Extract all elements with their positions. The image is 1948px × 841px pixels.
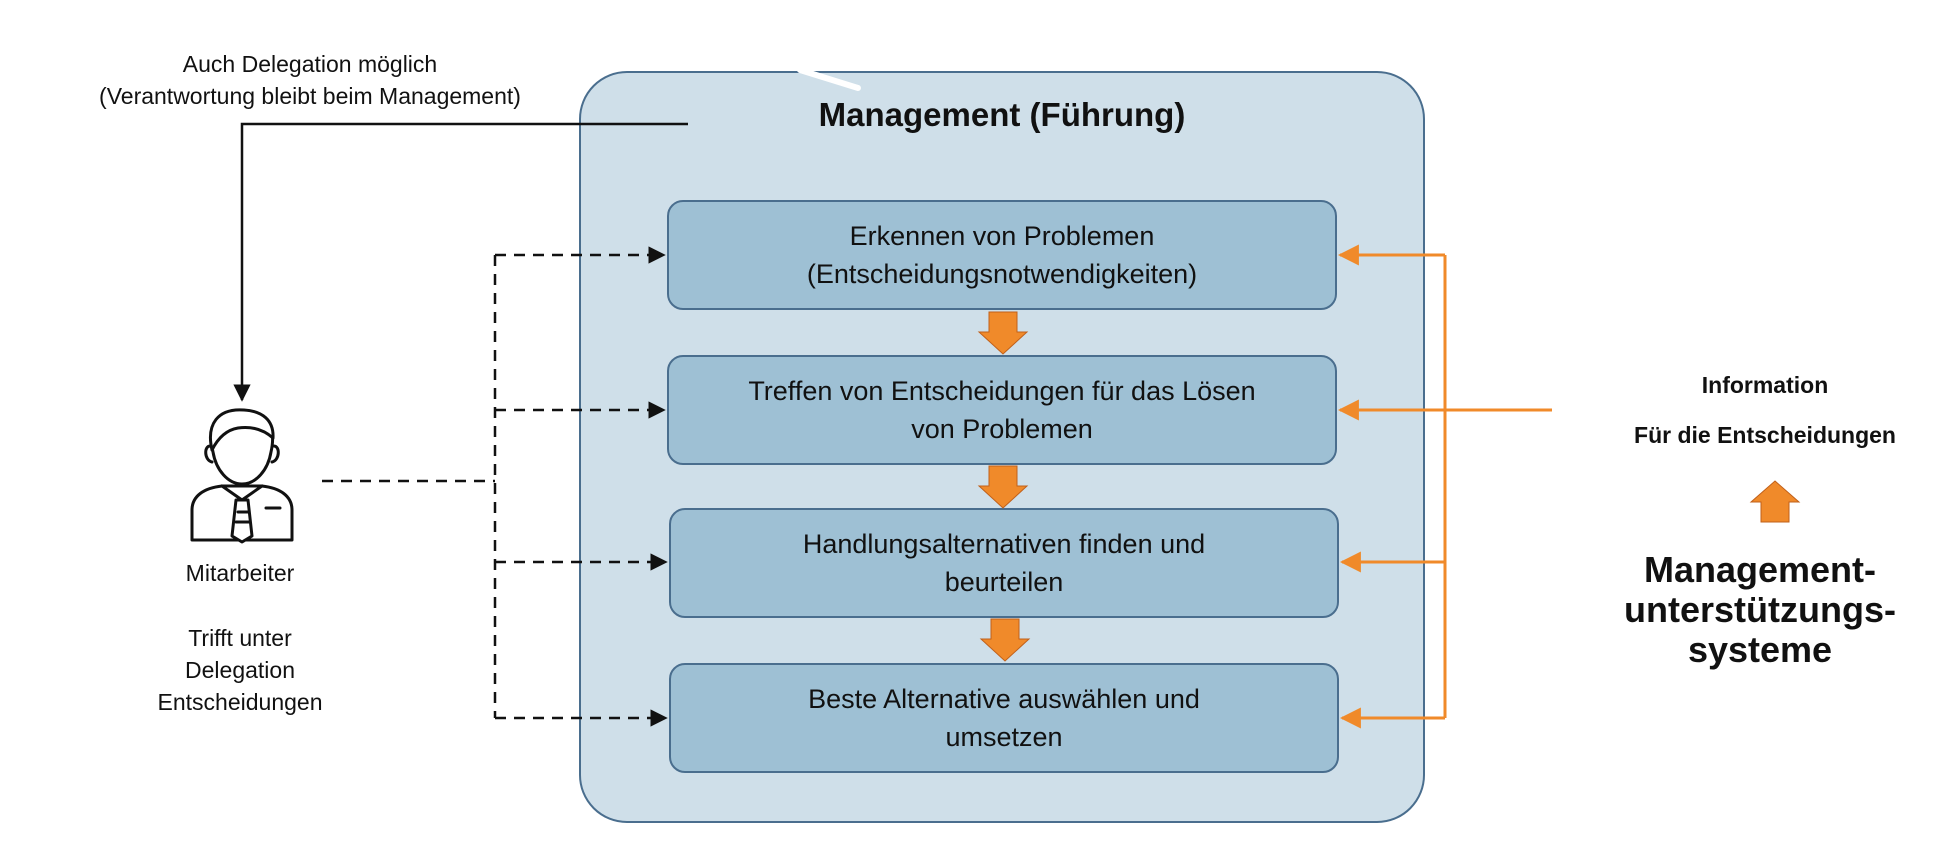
support-systems-title: Management- unterstützungs- systeme — [1624, 549, 1896, 670]
step-find-alternatives: Handlungsalternativen finden und beurtei… — [669, 508, 1339, 618]
information-label: Information — [1701, 372, 1829, 398]
step-label: Beste Alternative auswählen und umsetzen — [808, 684, 1200, 752]
employee-dashed-connectors — [322, 246, 668, 727]
step-label: Handlungsalternativen finden und beurtei… — [802, 529, 1206, 597]
step-make-decisions: Treffen von Entscheidungen für das Lösen… — [667, 355, 1337, 465]
person-icon — [190, 408, 294, 544]
information-connectors — [1337, 244, 1552, 729]
management-title: Management (Führung) — [818, 96, 1186, 133]
step-label: Erkennen von Problemen (Entscheidungsnot… — [806, 221, 1198, 289]
delegation-arrow — [233, 122, 688, 402]
panel-highlight-stroke — [797, 67, 861, 91]
step-label: Treffen von Entscheidungen für das Lösen… — [748, 376, 1256, 444]
support-up-arrow — [1749, 480, 1801, 523]
decision-info-label: Für die Entscheidungen — [1634, 422, 1896, 448]
flow-arrow-1 — [977, 311, 1029, 355]
step-recognize-problems: Erkennen von Problemen (Entscheidungsnot… — [667, 200, 1337, 310]
employee-label: Mitarbeiter — [185, 560, 295, 586]
flow-arrow-3 — [979, 618, 1031, 662]
delegation-note: Auch Delegation möglich (Verantwortung b… — [99, 51, 521, 109]
flow-arrow-2 — [977, 465, 1029, 509]
employee-note: Trifft unter Delegation Entscheidungen — [157, 625, 323, 715]
step-choose-alternative: Beste Alternative auswählen und umsetzen — [669, 663, 1339, 773]
